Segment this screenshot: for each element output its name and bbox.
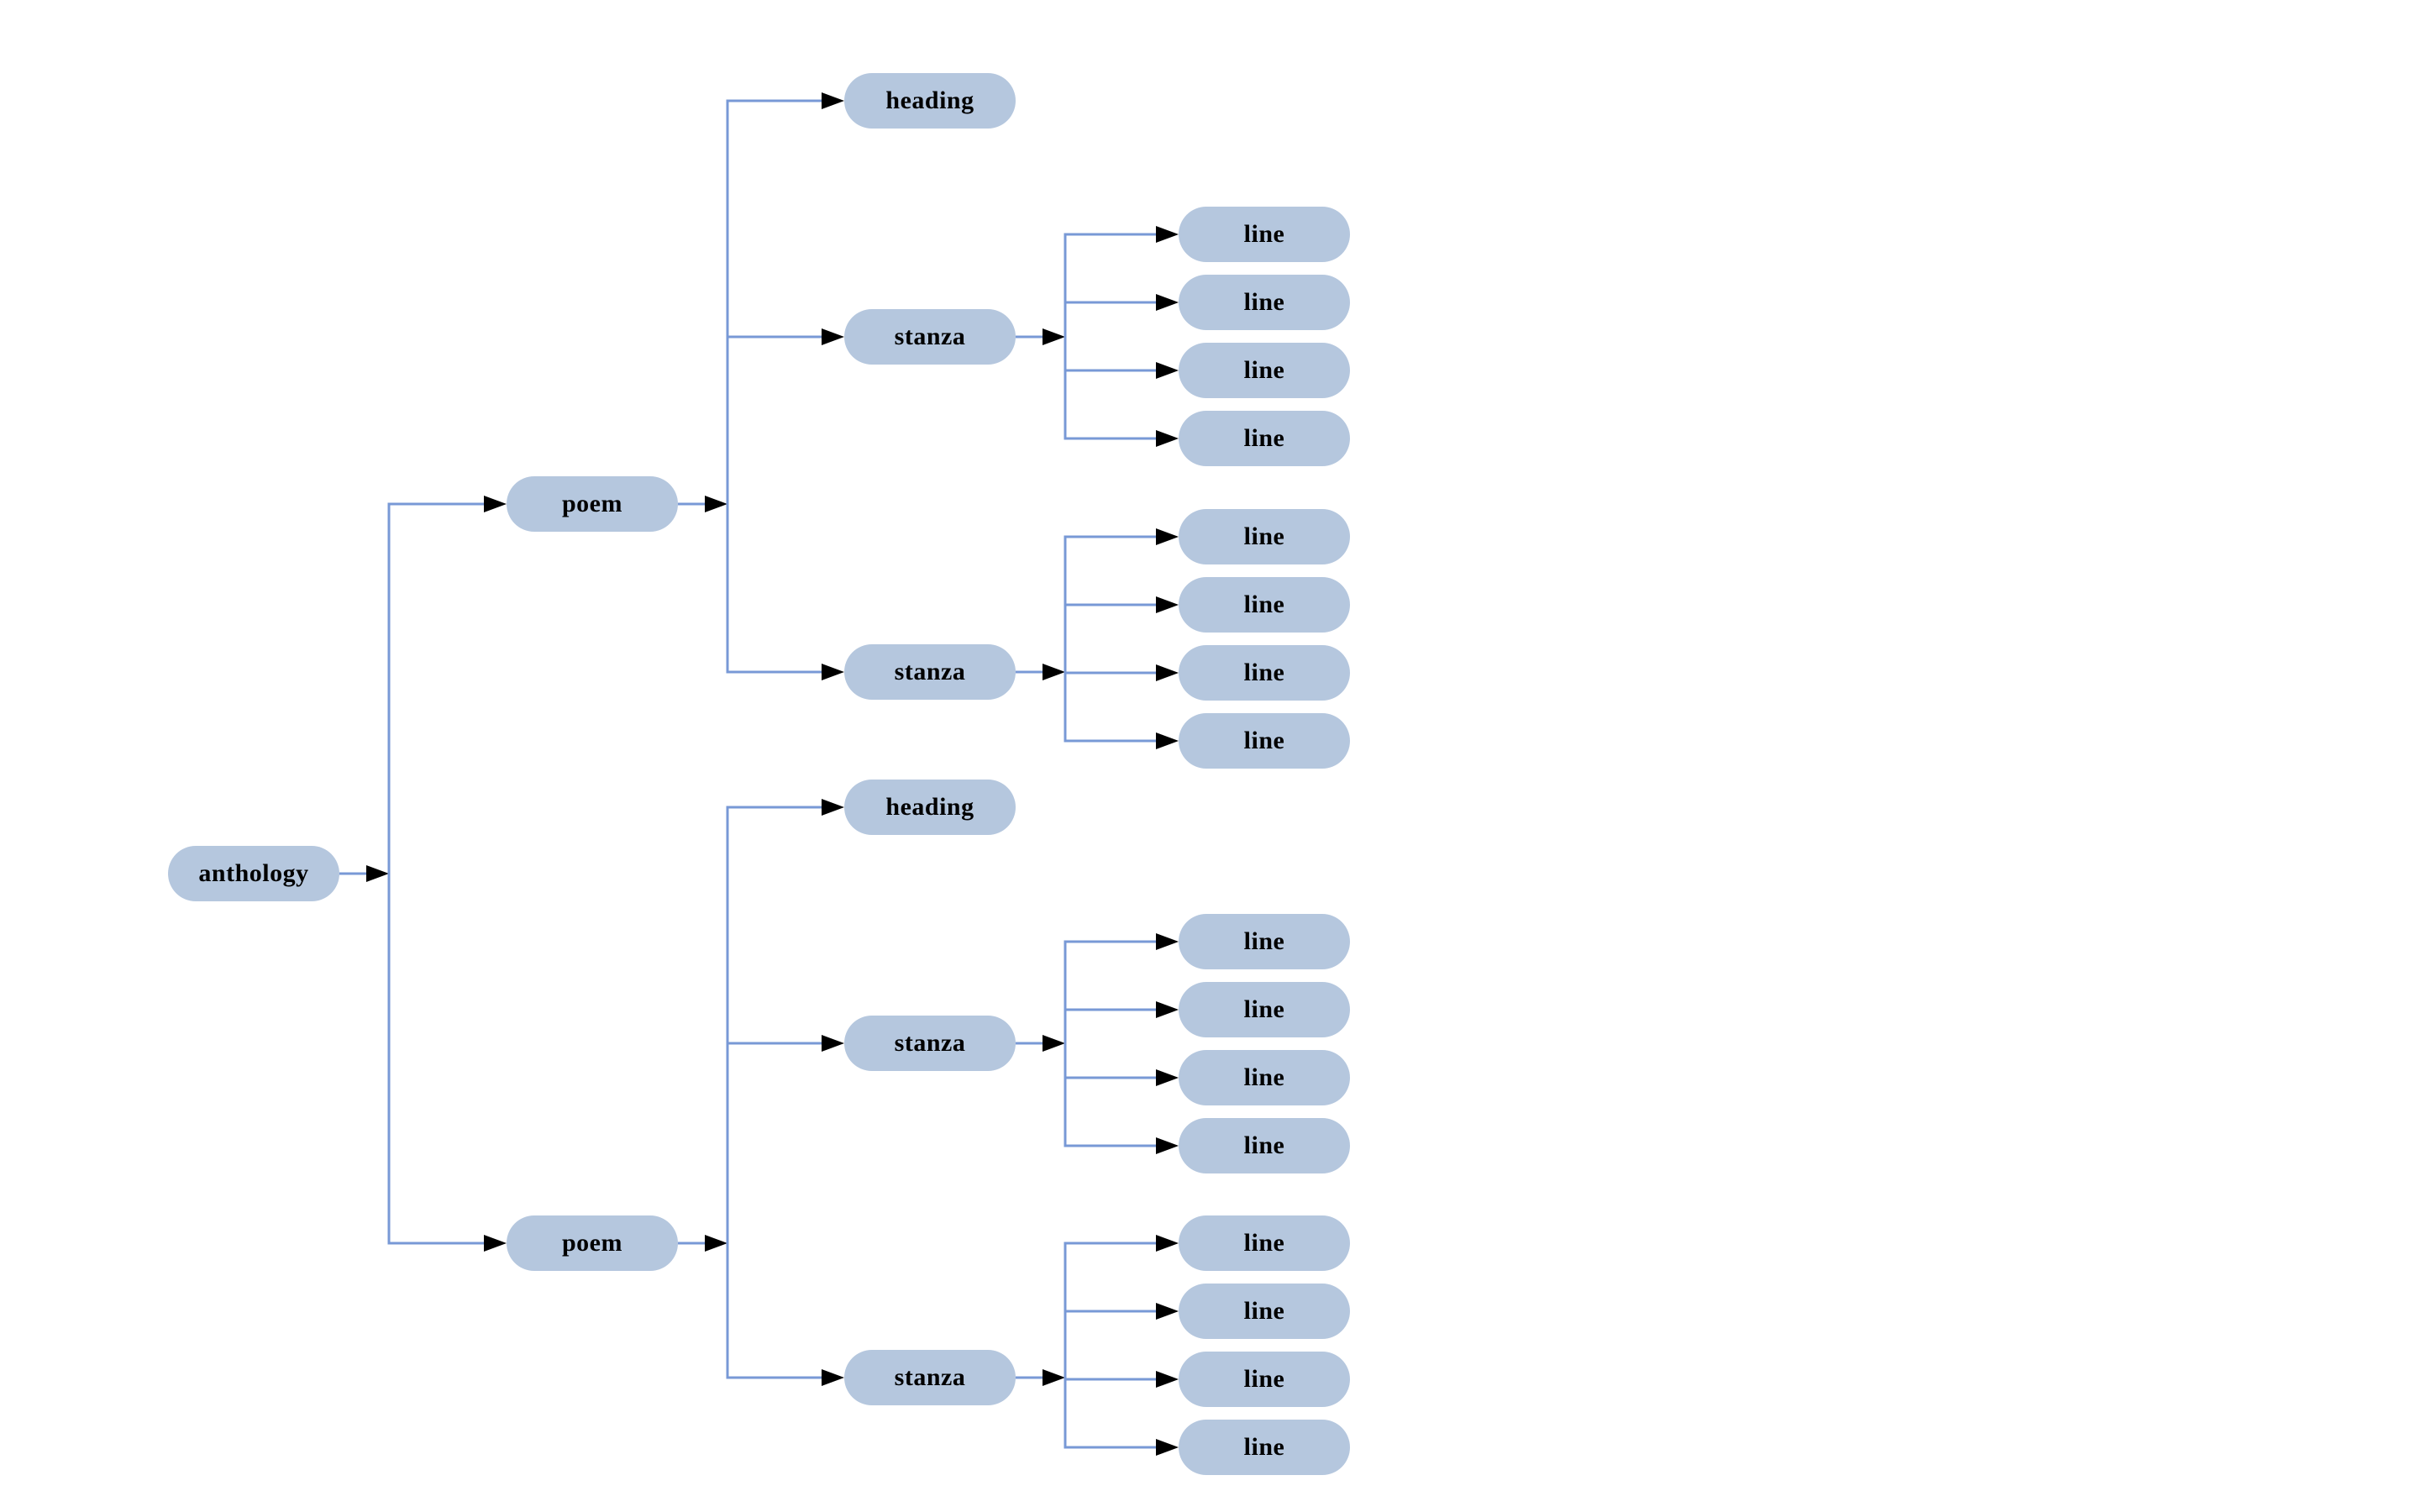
tree-node-label: line: [1243, 927, 1285, 955]
tree-node-label: line: [1243, 727, 1285, 754]
tree-node-label: line: [1243, 1063, 1285, 1091]
edge-arrowhead: [1156, 1371, 1179, 1388]
tree-node-label: heading: [885, 87, 974, 114]
tree-node-poem: poem: [507, 1215, 678, 1271]
tree-node-label: line: [1243, 1297, 1285, 1325]
tree-node-line: line: [1179, 645, 1350, 701]
edge-arrowhead: [366, 865, 389, 882]
edge-arrowhead: [1156, 1235, 1179, 1252]
tree-node-label: line: [1243, 522, 1285, 550]
tree-node-line: line: [1179, 275, 1350, 330]
tree-node-label: heading: [885, 793, 974, 821]
edge-arrowhead: [1156, 933, 1179, 950]
edge-arrowhead: [822, 92, 844, 109]
edge-arrowhead: [705, 496, 727, 512]
tree-node-line: line: [1179, 914, 1350, 969]
tree-node-line: line: [1179, 1352, 1350, 1407]
edge-arrowhead: [1043, 1035, 1065, 1052]
edge-arrowhead: [1156, 596, 1179, 613]
edge-arrowhead: [1156, 294, 1179, 311]
edge-arrowhead: [1156, 1439, 1179, 1456]
tree-node-line: line: [1179, 207, 1350, 262]
tree-node-label: line: [1243, 1131, 1285, 1159]
tree-node-line: line: [1179, 1420, 1350, 1475]
edge-arrowhead: [1156, 226, 1179, 243]
edge-arrowhead: [1156, 362, 1179, 379]
edge-arrowhead: [1043, 664, 1065, 680]
edge-arrowhead: [1156, 430, 1179, 447]
edge-arrowhead: [1156, 1001, 1179, 1018]
edge-arrowhead: [484, 1235, 507, 1252]
tree-node-stanza: stanza: [844, 1350, 1016, 1405]
tree-node-line: line: [1179, 411, 1350, 466]
tree-node-line: line: [1179, 1284, 1350, 1339]
edge-arrowhead: [822, 1369, 844, 1386]
edge-arrowhead: [705, 1235, 727, 1252]
tree-node-label: line: [1243, 1229, 1285, 1257]
tree-node-heading: heading: [844, 780, 1016, 835]
tree-node-heading: heading: [844, 73, 1016, 129]
tree-node-line: line: [1179, 577, 1350, 633]
tree-node-poem: poem: [507, 476, 678, 532]
edge-arrowhead: [1156, 1303, 1179, 1320]
tree-node-label: poem: [562, 490, 622, 517]
tree-node-label: anthology: [198, 859, 309, 887]
edge-arrowhead: [822, 328, 844, 345]
tree-node-label: poem: [562, 1229, 622, 1257]
tree-node-stanza: stanza: [844, 309, 1016, 365]
edge-arrowhead: [822, 1035, 844, 1052]
tree-node-label: line: [1243, 659, 1285, 686]
tree-node-line: line: [1179, 509, 1350, 564]
tree-node-line: line: [1179, 713, 1350, 769]
edge-arrowhead: [1043, 1369, 1065, 1386]
tree-node-label: stanza: [894, 1029, 966, 1057]
tree-node-stanza: stanza: [844, 644, 1016, 700]
tree-node-stanza: stanza: [844, 1016, 1016, 1071]
tree-node-line: line: [1179, 1050, 1350, 1105]
tree-node-label: line: [1243, 288, 1285, 316]
tree-node-label: stanza: [894, 1363, 966, 1391]
tree-node-label: line: [1243, 1433, 1285, 1461]
tree-node-anthology: anthology: [168, 846, 339, 901]
tree-node-label: line: [1243, 220, 1285, 248]
tree-node-label: stanza: [894, 658, 966, 685]
tree-node-label: stanza: [894, 323, 966, 350]
edge-arrowhead: [1156, 1069, 1179, 1086]
tree-node-label: line: [1243, 591, 1285, 618]
tree-node-label: line: [1243, 995, 1285, 1023]
tree-node-label: line: [1243, 356, 1285, 384]
tree-node-label: line: [1243, 1365, 1285, 1393]
tree-node-line: line: [1179, 1215, 1350, 1271]
edge-arrowhead: [1156, 664, 1179, 681]
edge-arrowhead: [822, 799, 844, 816]
edge-arrowhead: [1043, 328, 1065, 345]
tree-node-label: line: [1243, 424, 1285, 452]
tree-node-line: line: [1179, 343, 1350, 398]
edge-arrowhead: [484, 496, 507, 512]
edge-arrowhead: [1156, 732, 1179, 749]
edge-arrowhead: [822, 664, 844, 680]
edge-arrowhead: [1156, 1137, 1179, 1154]
tree-node-line: line: [1179, 982, 1350, 1037]
tree-node-line: line: [1179, 1118, 1350, 1173]
edge-arrowhead: [1156, 528, 1179, 545]
